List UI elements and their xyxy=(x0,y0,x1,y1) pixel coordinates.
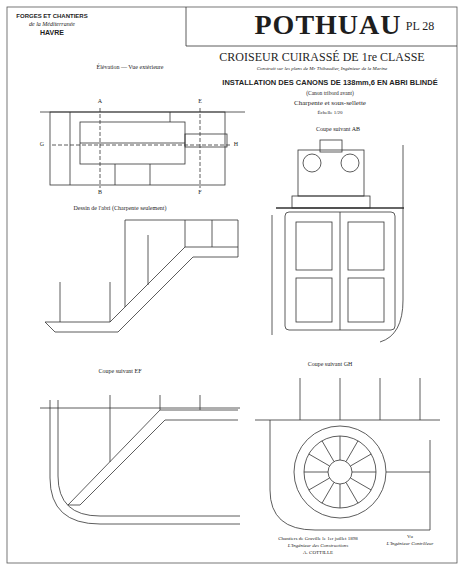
scale-note: Échelle 1/20 xyxy=(316,110,343,116)
ring-spoke xyxy=(340,484,341,508)
section-letter: E xyxy=(197,98,203,105)
ring-spoke xyxy=(309,454,330,466)
signature-name: A. COTTILLE xyxy=(302,550,334,556)
ring-spoke xyxy=(322,482,334,503)
signature-date: Chantiers de Graville le 1er juillet 189… xyxy=(277,536,358,542)
ring-spoke xyxy=(352,472,376,473)
section-title: Coupe suivant AB xyxy=(315,126,361,133)
view-title: Élévation — Vue extérieure xyxy=(95,64,164,71)
designer-note: Construit sur les plans de Mr Thibaudier… xyxy=(256,66,389,72)
ring-spoke xyxy=(350,454,371,466)
ship-class: CROISEUR CUIRASSÉ DE 1re CLASSE xyxy=(218,51,425,65)
signature-title: L'Ingénieur des Constructions xyxy=(287,543,350,549)
approval-mark: Vu xyxy=(406,534,414,540)
ring-spoke xyxy=(346,441,358,462)
section-title: Coupe suivant EF xyxy=(98,368,143,375)
yard-city: HAVRE xyxy=(39,29,65,37)
ring-spoke xyxy=(322,441,334,462)
ring-spoke xyxy=(304,472,328,473)
plate-number: PL 28 xyxy=(405,20,436,34)
sheet-subject: Charpente et sous-sellette xyxy=(293,99,367,107)
ring-spoke xyxy=(340,436,341,460)
view-title: Dessin de l'abri (Charpente seulement) xyxy=(72,205,167,212)
ring-spoke xyxy=(350,478,371,490)
section-letter: F xyxy=(197,189,202,196)
sheet-subject: INSTALLATION DES CANONS DE 138mm,6 EN AB… xyxy=(221,79,438,88)
ring-spoke xyxy=(346,482,358,503)
section-letter: G xyxy=(39,141,45,148)
ring-spoke xyxy=(309,478,330,490)
section-letter: B xyxy=(97,189,103,196)
ship-title: POTHUAU xyxy=(254,9,403,41)
yard-name: de la Méditerranée xyxy=(28,21,76,28)
yard-name: FORGES ET CHANTIERS xyxy=(15,13,88,20)
section-letter: A xyxy=(97,98,103,105)
gun-position: (Canon tribord avant) xyxy=(305,90,355,96)
signature-title: L'Ingénieur Contrôleur xyxy=(386,541,435,547)
section-letter: H xyxy=(233,141,239,148)
section-title: Coupe suivant GH xyxy=(307,361,354,368)
